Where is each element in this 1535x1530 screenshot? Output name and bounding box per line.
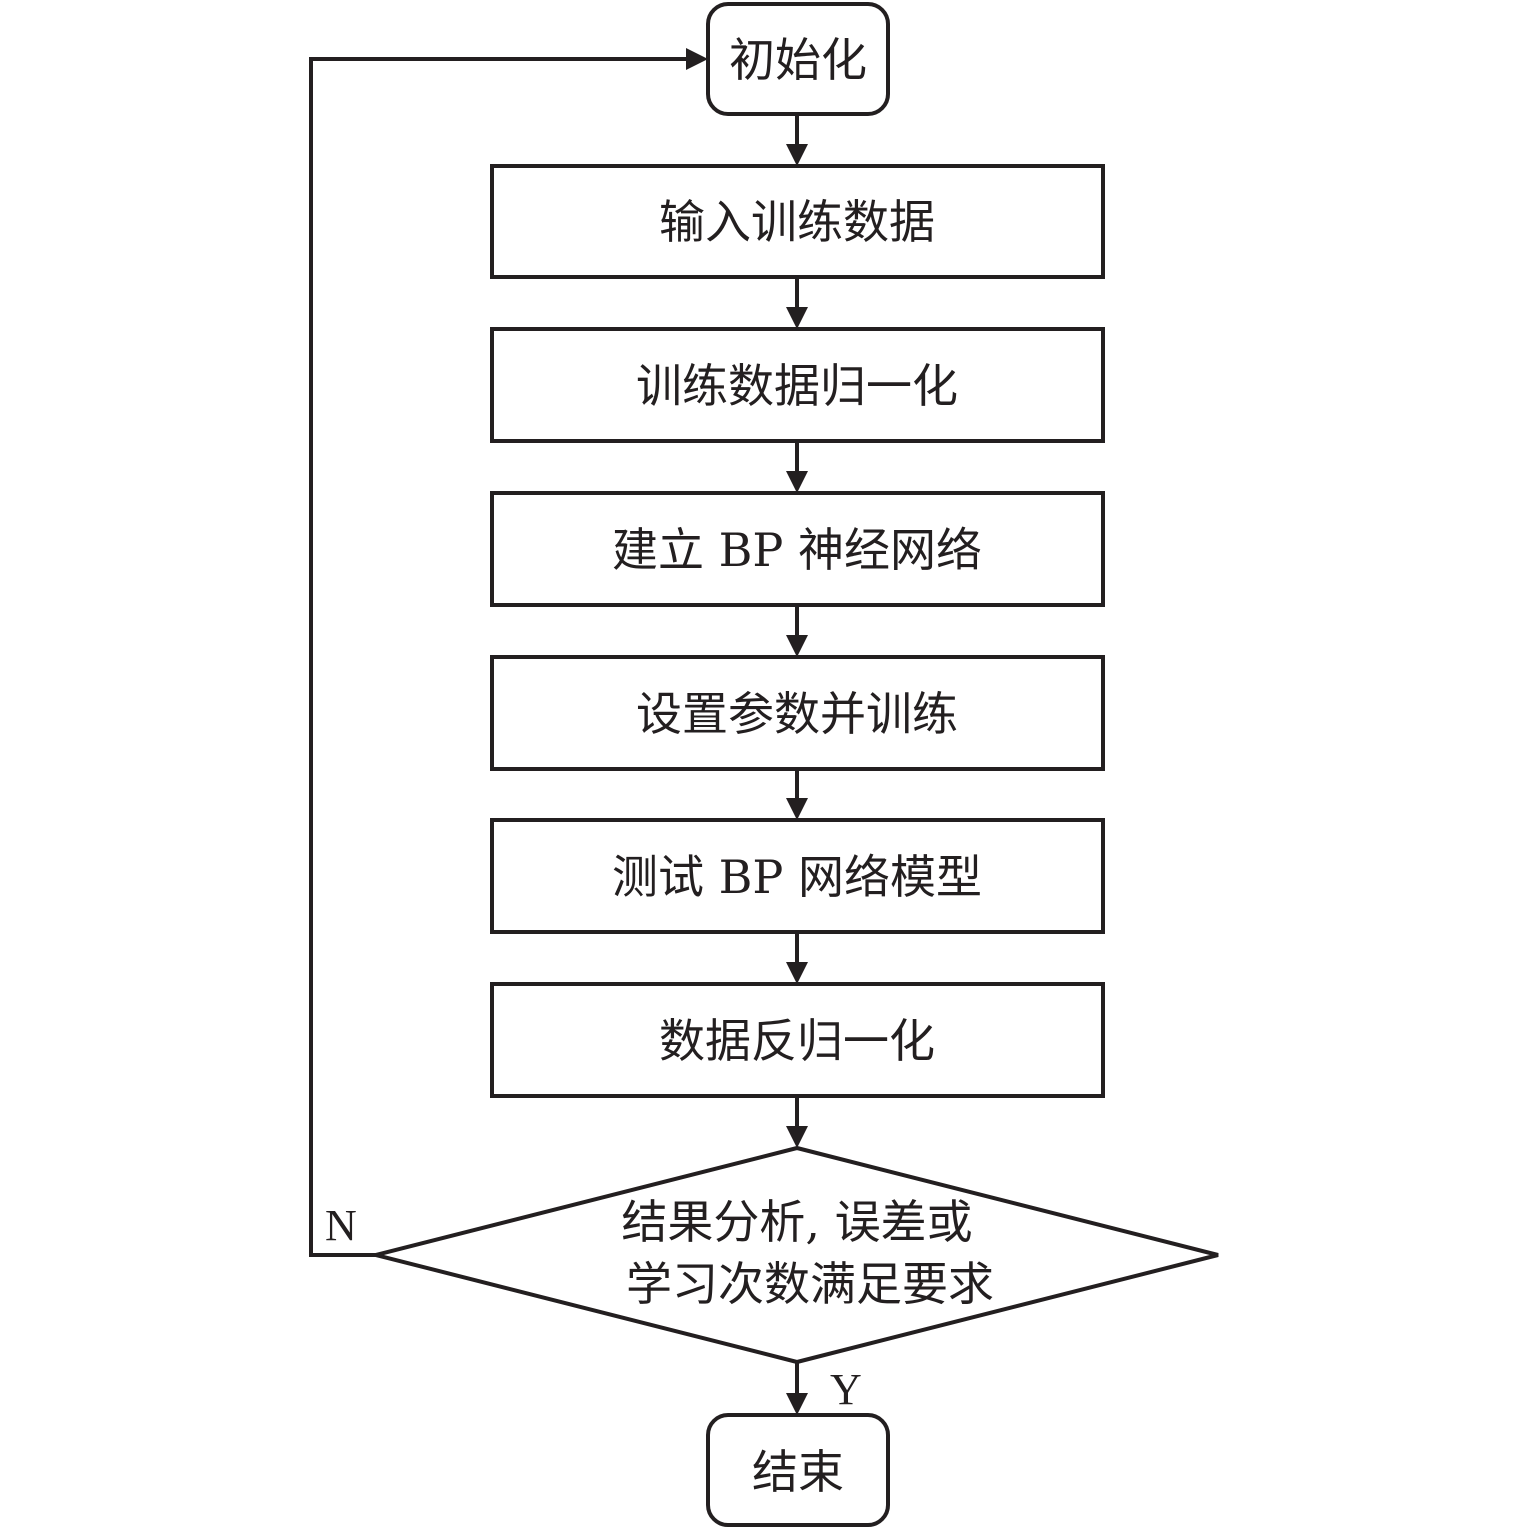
arrowhead-icon bbox=[786, 962, 808, 984]
step-test-bp-model: 测试 BP 网络模型 bbox=[490, 818, 1105, 934]
arrow-denormalize-to-decision bbox=[786, 1096, 808, 1148]
step-input-training-data: 输入训练数据 bbox=[490, 164, 1105, 279]
arrowhead-icon bbox=[786, 144, 808, 166]
arrow-build-to-train bbox=[786, 605, 808, 657]
branch-label-yes: Y bbox=[830, 1365, 862, 1414]
arrowhead-icon bbox=[786, 798, 808, 820]
step-label: 测试 BP 网络模型 bbox=[612, 850, 982, 904]
arrowhead-icon bbox=[786, 1126, 808, 1148]
step-label: 建立 BP 神经网络 bbox=[612, 523, 982, 577]
decision-label-line1: 结果分析, 误差或 bbox=[621, 1195, 972, 1249]
arrow-test-to-denormalize bbox=[786, 932, 808, 984]
step-label: 输入训练数据 bbox=[659, 195, 935, 249]
branch-label-no: N bbox=[325, 1201, 357, 1250]
step-normalize-training-data: 训练数据归一化 bbox=[490, 327, 1105, 443]
arrow-decision-no-loop bbox=[309, 48, 708, 1257]
step-label: 训练数据归一化 bbox=[636, 359, 958, 413]
arrow-decision-to-end bbox=[786, 1362, 808, 1415]
arrowhead-icon bbox=[786, 635, 808, 657]
step-set-params-and-train: 设置参数并训练 bbox=[490, 655, 1105, 771]
arrow-input-to-normalize bbox=[786, 277, 808, 329]
arrowhead-icon bbox=[786, 1393, 808, 1415]
arrowhead-icon bbox=[686, 48, 708, 70]
step-label: 数据反归一化 bbox=[659, 1014, 935, 1068]
end-node-label: 结束 bbox=[752, 1445, 844, 1499]
step-label: 设置参数并训练 bbox=[636, 687, 958, 741]
end-node: 结束 bbox=[706, 1413, 890, 1527]
arrowhead-icon bbox=[786, 471, 808, 493]
arrowhead-icon bbox=[786, 307, 808, 329]
arrow-start-to-input bbox=[786, 114, 808, 166]
arrow-normalize-to-build bbox=[786, 441, 808, 493]
step-denormalize-data: 数据反归一化 bbox=[490, 982, 1105, 1098]
start-node-label: 初始化 bbox=[729, 33, 867, 87]
step-build-bp-network: 建立 BP 神经网络 bbox=[490, 491, 1105, 607]
decision-label-line2: 学习次数满足要求 bbox=[626, 1257, 994, 1311]
decision-node: 结果分析, 误差或 学习次数满足要求 bbox=[375, 1145, 1219, 1365]
arrow-train-to-test bbox=[786, 769, 808, 820]
start-node: 初始化 bbox=[706, 2, 890, 116]
